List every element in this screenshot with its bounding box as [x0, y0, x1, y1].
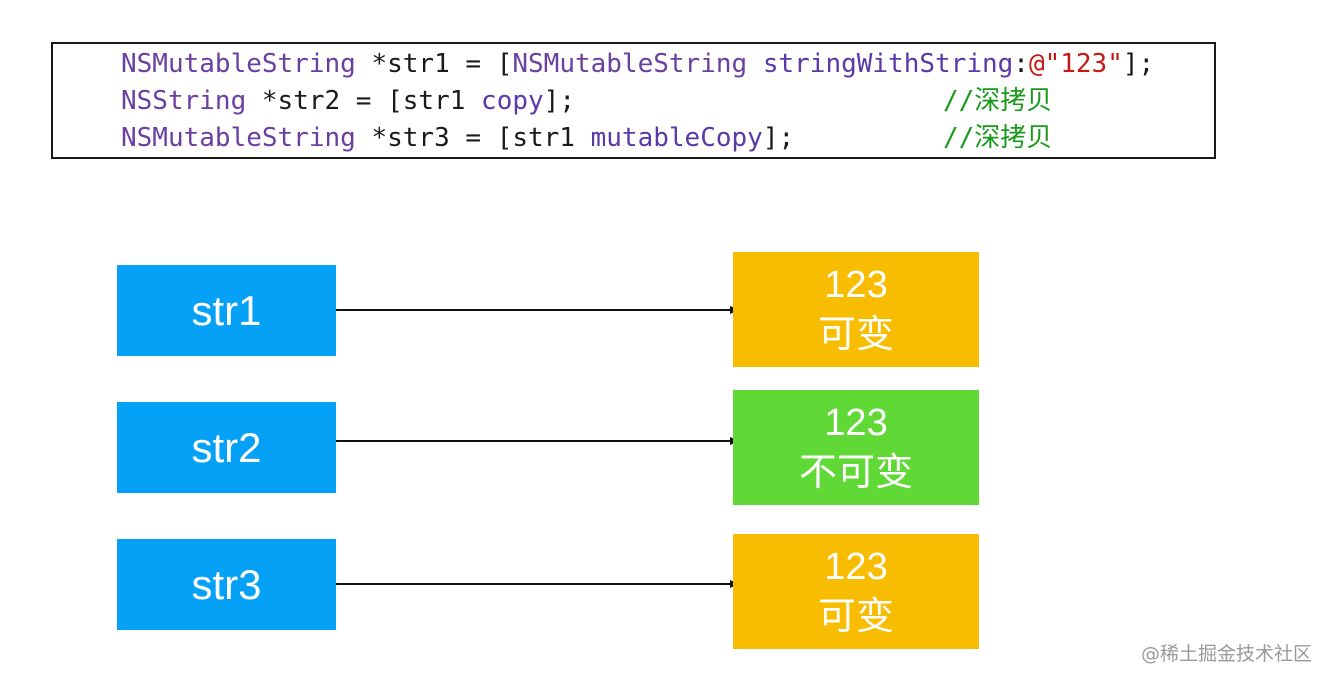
code-comment-3: //深拷贝 — [943, 123, 1053, 153]
variable-box-str2: str2 — [117, 402, 336, 493]
value-mutability: 不可变 — [798, 451, 913, 494]
value-number: 123 — [824, 263, 888, 306]
code-token: mutableCopy — [590, 123, 763, 153]
variable-box-str1: str1 — [117, 265, 336, 356]
code-token: ]; — [543, 86, 575, 116]
variable-label: str1 — [191, 286, 262, 334]
code-line-2: NSString *str2 = [str1 copy]; — [121, 86, 575, 116]
code-token: NSString — [121, 86, 247, 116]
value-box-2: 123 不可变 — [733, 390, 979, 505]
code-token: NSMutableString — [121, 123, 356, 153]
code-token: : — [1013, 49, 1029, 79]
code-line-3: NSMutableString *str3 = [str1 mutableCop… — [121, 123, 794, 153]
code-token: NSMutableString — [512, 49, 748, 79]
code-token: ]; — [1122, 49, 1155, 79]
code-token — [747, 49, 763, 79]
code-line-1: NSMutableString *str1 = [NSMutableString… — [121, 49, 1154, 79]
value-number: 123 — [824, 401, 888, 444]
variable-label: str3 — [191, 560, 262, 608]
code-token: NSMutableString — [121, 49, 356, 79]
code-token: *str1 = [ — [355, 49, 513, 79]
code-comment-2: //深拷贝 — [943, 86, 1053, 116]
variable-label: str2 — [191, 423, 262, 471]
watermark: @稀土掘金技术社区 — [1140, 643, 1312, 665]
variable-box-str3: str3 — [117, 539, 336, 630]
code-token: stringWithString — [762, 49, 1014, 79]
code-token: ]; — [762, 123, 795, 153]
value-box-1: 123 可变 — [733, 252, 979, 367]
value-box-3: 123 可变 — [733, 534, 979, 649]
code-token: copy — [481, 86, 544, 116]
value-mutability: 可变 — [817, 595, 894, 638]
code-block: NSMutableString *str1 = [NSMutableString… — [51, 42, 1216, 159]
code-token: *str2 = [str1 — [246, 86, 482, 116]
value-number: 123 — [824, 545, 888, 588]
value-mutability: 可变 — [817, 313, 894, 356]
code-token: @"123" — [1028, 49, 1123, 79]
code-token: *str3 = [str1 — [355, 123, 591, 153]
